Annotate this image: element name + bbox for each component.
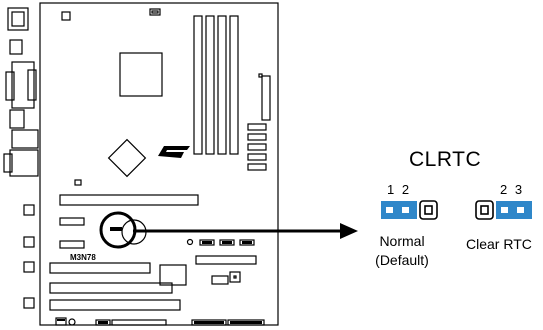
pcie-x1-slot-1: [59, 217, 85, 226]
pin-numbers-normal: 1 2: [387, 182, 412, 197]
usb-port: [11, 129, 39, 149]
pcie-x16-slot: [59, 194, 199, 206]
io-port: [9, 39, 23, 55]
jumper-title: CLRTC: [409, 148, 482, 171]
pin-numbers-clear: 2 3: [500, 182, 525, 197]
dimm-slot-4: [229, 15, 239, 155]
sata-2: [247, 133, 267, 141]
normal-label: Normal: [379, 233, 425, 249]
pci-slot-2: [49, 282, 173, 294]
pci-slot-1: [49, 262, 151, 274]
dimm-slot-1: [193, 15, 203, 155]
dimm-slot-2: [205, 15, 215, 155]
board-jumper: [110, 227, 122, 231]
default-label: (Default): [375, 252, 429, 268]
board-model-label: M3N78: [70, 253, 96, 262]
jumper-normal: [381, 200, 438, 220]
ide-connector: [261, 75, 271, 121]
sata-3: [247, 143, 267, 151]
vga-port: [11, 61, 35, 109]
cpu-socket: [119, 52, 163, 97]
chipset: [107, 138, 147, 178]
jumper-clear: [475, 200, 532, 220]
pcie-x1-slot-2: [59, 240, 85, 249]
board-outline: [39, 2, 279, 326]
lan-port: [9, 109, 25, 129]
dimm-slot-3: [217, 15, 227, 155]
sata-1: [247, 123, 267, 131]
io-chip: [159, 264, 187, 286]
audio-port: [9, 149, 39, 177]
brand-logo: [158, 146, 190, 158]
sata-5: [247, 163, 267, 171]
clear-rtc-label: Clear RTC: [466, 236, 532, 252]
io-port-top: [7, 7, 29, 31]
pci-slot-3: [49, 299, 181, 311]
sata-4: [247, 153, 267, 161]
